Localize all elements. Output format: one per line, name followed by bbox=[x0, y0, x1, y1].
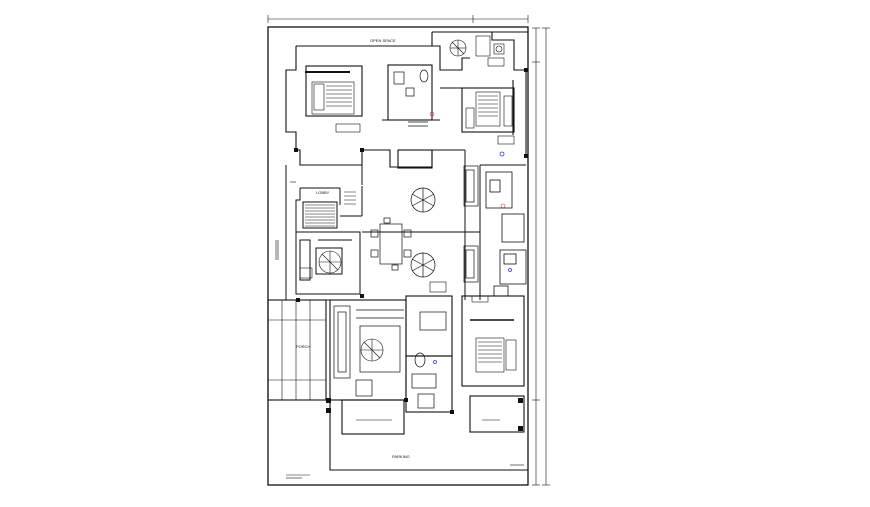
lobby-label: LOBBY bbox=[316, 190, 330, 195]
bedroom-left bbox=[295, 231, 361, 295]
porch-label: PORCH bbox=[296, 344, 311, 349]
dining-table bbox=[370, 217, 412, 271]
living-area bbox=[285, 150, 526, 300]
lobby-stair bbox=[305, 191, 356, 227]
spiral-stair-mid bbox=[299, 250, 342, 279]
bed-1 bbox=[305, 71, 361, 133]
ceiling-fan-2 bbox=[410, 252, 436, 278]
parking-label: PARKING bbox=[392, 454, 410, 459]
spiral-stair-top bbox=[449, 35, 505, 67]
site-boundary bbox=[267, 26, 529, 486]
structural-columns bbox=[294, 68, 528, 431]
sofa-right bbox=[463, 165, 479, 283]
misc-fixtures bbox=[275, 181, 500, 421]
open-space-label: OPEN SPACE bbox=[370, 38, 396, 43]
bed-2 bbox=[465, 91, 515, 145]
parking-marks bbox=[286, 464, 524, 479]
porch-columns bbox=[268, 300, 326, 400]
bedroom-lower-left bbox=[333, 305, 404, 397]
lower-walls bbox=[267, 295, 528, 471]
accent-marks bbox=[429, 111, 512, 364]
bed-3 bbox=[470, 319, 517, 373]
dimension-lines bbox=[267, 15, 550, 486]
right-service-rooms bbox=[485, 171, 527, 297]
spiral-stair-low bbox=[360, 338, 384, 362]
toilet-upper bbox=[393, 69, 429, 127]
bath-lower bbox=[411, 311, 447, 409]
ceiling-fan-1 bbox=[410, 187, 436, 213]
house-walls bbox=[285, 31, 528, 169]
